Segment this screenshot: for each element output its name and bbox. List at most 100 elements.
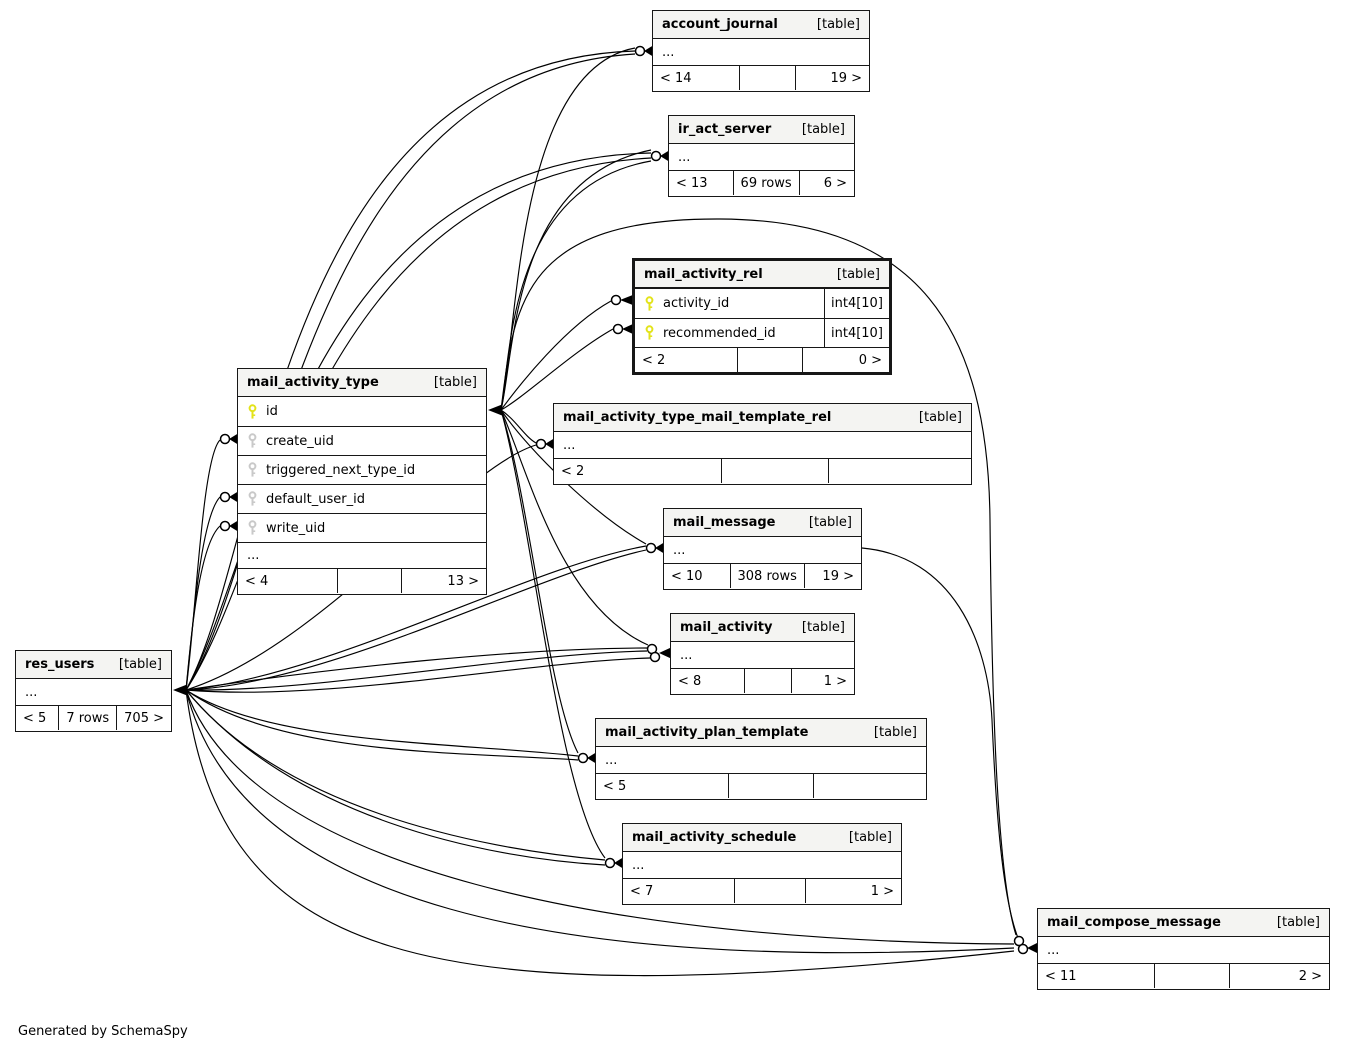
column-row-id: id [238, 397, 486, 426]
crowfoot-arrow-icon [614, 857, 623, 869]
fk-endpoint-circle-icon [650, 150, 662, 162]
table-header: mail_activity_rel[table] [635, 261, 889, 289]
table-name[interactable]: mail_activity_plan_template [605, 725, 809, 740]
table-name[interactable]: mail_message [673, 515, 776, 530]
table-header: ir_act_server[table] [669, 116, 854, 144]
generated-by-note: Generated by SchemaSpy [18, 1024, 188, 1039]
footer-children-count [829, 459, 971, 483]
relationship-mail_activity_type-mail_activity_type_mail_template_rel [500, 409, 537, 444]
column-name: triggered_next_type_id [266, 462, 416, 478]
table-mail_activity_plan_template[interactable]: mail_activity_plan_template[table]... < 5 [595, 718, 927, 800]
footer-fk-count: < 11 [1045, 968, 1077, 984]
table-name[interactable]: mail_activity_schedule [632, 830, 797, 845]
primary-key-icon [645, 325, 654, 340]
table-header: res_users[table] [16, 651, 171, 679]
table-type-label: [table] [801, 620, 845, 635]
footer-row-count: 69 rows [732, 171, 800, 195]
column-name: ... [1047, 942, 1060, 958]
column-name: id [266, 404, 278, 419]
relationship-mail_activity_type-ir_act_server [500, 149, 652, 411]
footer-row-count [744, 669, 792, 693]
fk-endpoint-circle-icon [645, 542, 657, 554]
column-row-default_user_id: default_user_id [238, 484, 486, 513]
table-header: mail_activity_plan_template[table] [596, 719, 926, 747]
footer-row-count [720, 459, 830, 483]
fk-endpoint-circle-icon [219, 520, 231, 532]
crowfoot-arrow-icon [659, 647, 671, 659]
relationship-mail_activity_type-mail_activity_rel [500, 328, 614, 411]
pk-endpoint-arrow-icon [173, 684, 187, 696]
relationship-mail_activity_type-mail_compose_message [500, 218, 1017, 936]
column-name: ... [678, 149, 691, 165]
table-name[interactable]: res_users [25, 657, 95, 672]
hidden-columns-row: ... [671, 642, 854, 668]
foreign-key-icon [248, 462, 257, 477]
column-type: int4[10] [824, 289, 889, 318]
table-name[interactable]: ir_act_server [678, 122, 772, 137]
table-type-label: [table] [433, 375, 477, 390]
fk-endpoint-circle-icon [612, 323, 624, 335]
table-type-label: [table] [848, 830, 892, 845]
table-name[interactable]: mail_activity_rel [644, 266, 763, 282]
crowfoot-arrow-icon [229, 433, 238, 445]
footer-fk-count: < 5 [23, 710, 47, 726]
footer-children-count: 2 > [1298, 968, 1323, 984]
hidden-columns-row: ... [623, 852, 901, 878]
crowfoot-arrow-icon [620, 294, 634, 306]
relationship-mail_message-mail_compose_message [861, 547, 1019, 939]
relationship-mail_activity_type-mail_activity [500, 409, 649, 646]
footer-fk-count: < 7 [630, 883, 654, 899]
table-type-label: [table] [816, 17, 860, 32]
table-name[interactable]: mail_activity_type_mail_template_rel [563, 410, 832, 425]
footer-children-count: 13 > [447, 573, 479, 589]
fk-endpoint-circle-icon [1013, 935, 1025, 947]
table-name[interactable]: account_journal [662, 17, 778, 32]
primary-key-icon [645, 295, 654, 311]
table-header: mail_activity [table] [671, 614, 854, 642]
column-name: ... [680, 647, 693, 663]
fk-endpoint-circle-icon [634, 45, 646, 57]
footer-fk-count: < 4 [245, 573, 269, 589]
relationship-res_users-mail_activity_schedule [185, 689, 606, 861]
relationship-res_users-mail_compose_message [185, 689, 1015, 954]
crowfoot-arrow-icon [229, 520, 238, 532]
crowfoot-arrow-icon [229, 491, 238, 503]
footer-row-count [734, 879, 807, 903]
table-mail_activity_type[interactable]: mail_activity_type[table] id create_uid … [237, 368, 487, 595]
table-name[interactable]: mail_activity_type [247, 375, 379, 390]
relationship-res_users-mail_compose_message [185, 689, 1015, 945]
column-name: ... [605, 752, 618, 768]
hidden-columns-row: ... [238, 542, 486, 568]
foreign-key-icon [248, 491, 257, 506]
relationship-res_users-mail_compose_message [185, 689, 1015, 977]
table-mail_activity_type_mail_template_rel[interactable]: mail_activity_type_mail_template_rel[tab… [553, 403, 972, 485]
table-name[interactable]: mail_activity [680, 620, 773, 635]
relationship-res_users-mail_activity [185, 650, 648, 691]
crowfoot-arrow-icon [644, 45, 653, 57]
table-footer: < 5 [596, 773, 926, 798]
footer-row-count [337, 569, 402, 593]
table-name[interactable]: mail_compose_message [1047, 915, 1221, 930]
hidden-columns-row: ... [16, 679, 171, 705]
column-name: default_user_id [266, 491, 365, 507]
footer-children-count: 705 > [124, 710, 164, 726]
footer-row-count [736, 348, 803, 372]
table-footer: < 2 [554, 458, 971, 483]
table-footer: < 11 2 > [1038, 963, 1329, 988]
footer-row-count [739, 66, 796, 90]
footer-fk-count: < 10 [671, 568, 703, 584]
hidden-columns-row: ... [596, 747, 926, 773]
